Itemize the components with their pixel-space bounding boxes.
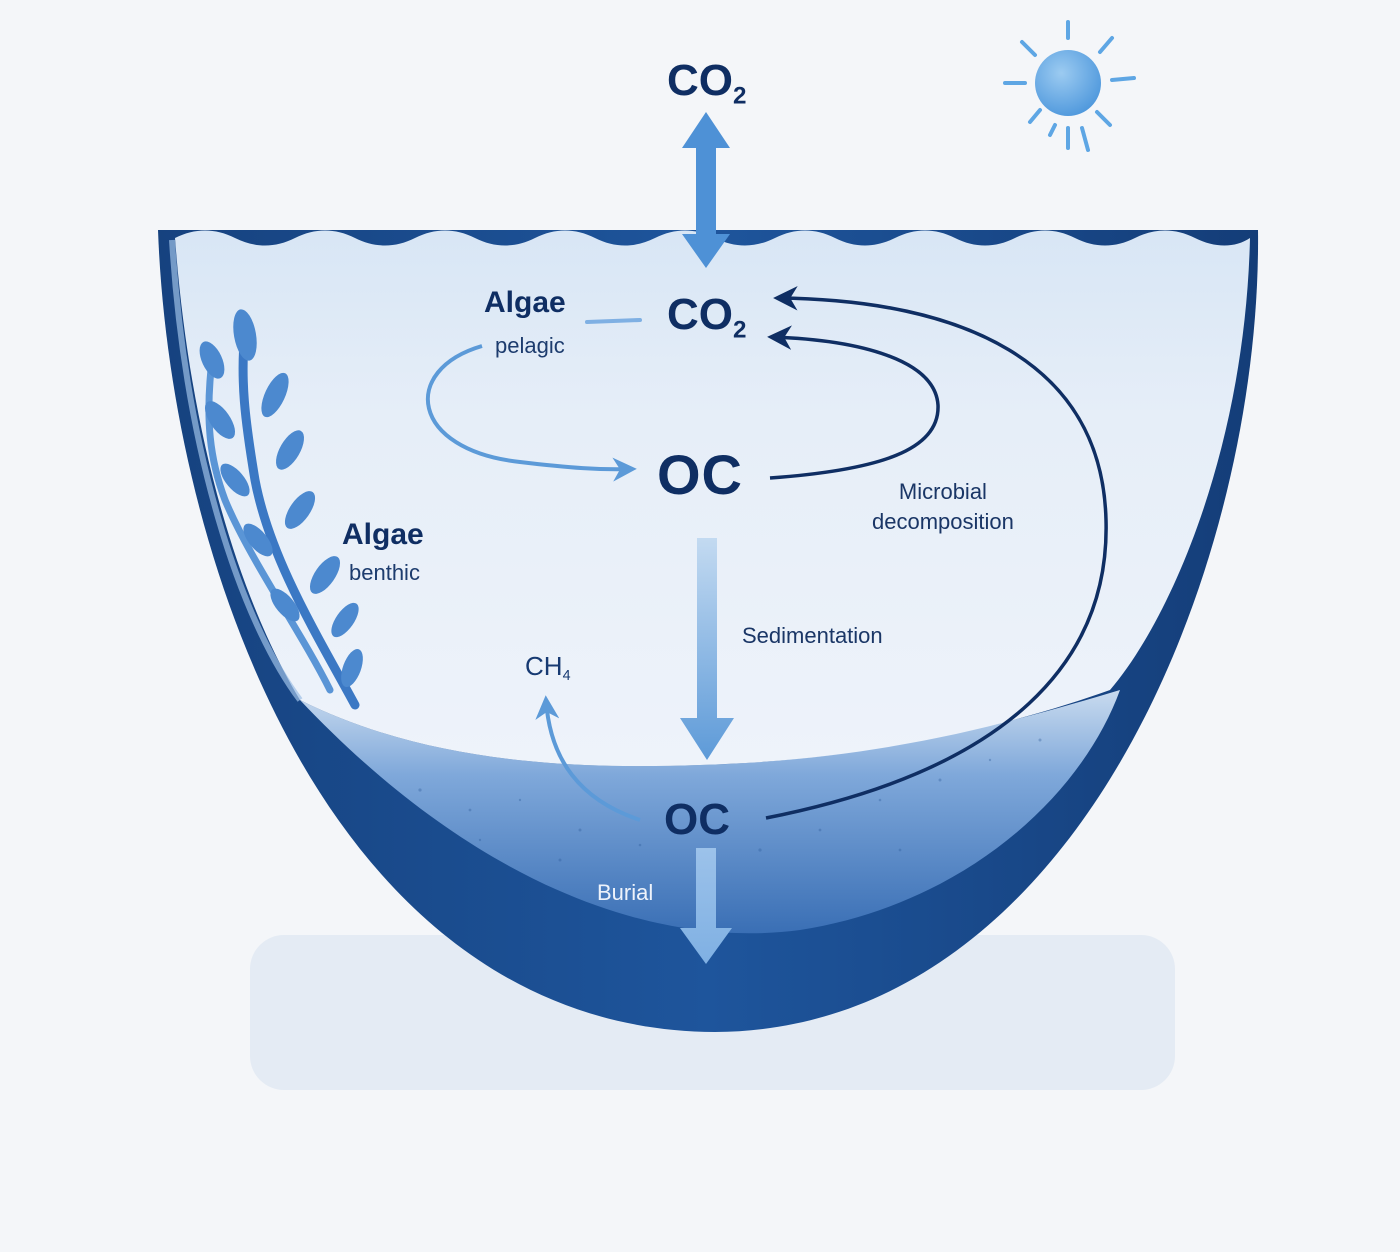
ch4-base: CH	[525, 651, 563, 681]
co2-atmosphere-base: CO	[667, 56, 733, 105]
decomposition-line2: decomposition	[872, 509, 1014, 534]
algae-pelagic-type: pelagic	[495, 333, 565, 358]
seaweed-icon	[199, 309, 363, 710]
respiration-arrow	[767, 325, 940, 480]
co2-atmosphere-subscript: 2	[733, 82, 747, 110]
sedimentation-label: Sedimentation	[742, 623, 883, 648]
sedimentation-arrow	[680, 538, 734, 760]
co2-water-subscript: 2	[733, 316, 747, 344]
microbial-decomposition-label: Microbial decomposition	[872, 477, 1014, 537]
sediment-layer	[300, 690, 1120, 934]
decomposition-arrow	[765, 285, 1108, 820]
decomposition-line1: Microbial	[898, 479, 987, 504]
sediment-texture	[418, 738, 1042, 882]
basin-rim-highlight	[169, 239, 303, 702]
burial-label: Burial	[597, 880, 654, 905]
co2-exchange-arrow	[682, 112, 730, 268]
oc-sediment-label: OC	[664, 795, 730, 844]
co2-water-label: CO2	[667, 290, 746, 344]
sun-icon	[1003, 20, 1136, 152]
oc-water-label: OC	[657, 443, 743, 506]
burial-arrow	[680, 848, 732, 964]
algae-benthic-title: Algae	[342, 518, 424, 551]
ch4-subscript: 4	[562, 668, 571, 684]
algae-connector-line	[585, 318, 642, 324]
photosynthesis-arrow	[426, 344, 637, 482]
algae-benthic-type: benthic	[349, 560, 420, 585]
co2-water-base: CO	[667, 290, 733, 339]
co2-atmosphere-label: CO2	[667, 56, 746, 110]
ch4-label: CH4	[525, 651, 571, 684]
algae-pelagic-title: Algae	[484, 286, 566, 319]
methane-arrow	[535, 695, 641, 822]
